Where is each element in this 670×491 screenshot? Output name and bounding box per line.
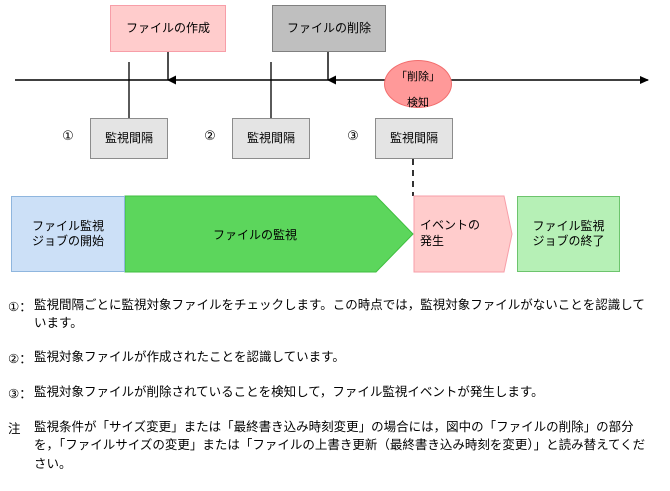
flow-job-start-label: ファイル監視 ジョブの開始	[31, 219, 104, 248]
deletion-detected-ellipse: 「削除」 検知	[384, 59, 452, 110]
flow-file-monitoring: ファイルの監視	[125, 196, 414, 272]
event-box-file-creation: ファイルの作成	[110, 5, 226, 52]
note-marker-3: ③：	[8, 387, 32, 402]
note-marker-footnote: 注	[8, 422, 21, 437]
note-item-2: ②： 監視対象ファイルが作成されたことを認識しています。	[0, 348, 670, 367]
interval-marker-3: ③	[347, 128, 359, 143]
flow-file-monitoring-label-wrap: ファイルの監視	[125, 196, 385, 272]
diagram-linework	[15, 52, 649, 273]
flow-event-occurrence-line-2: 発生	[420, 234, 445, 248]
event-box-file-creation-label: ファイルの作成	[125, 21, 210, 35]
flow-event-occurrence: イベントの 発生	[412, 196, 512, 272]
interval-box-2: 監視間隔	[232, 118, 310, 159]
note-marker-1: ①：	[8, 300, 32, 314]
flow-event-occurrence-line-1: イベントの	[420, 218, 481, 233]
interval-marker-1: ①	[62, 128, 74, 143]
interval-box-3-label: 監視間隔	[389, 131, 438, 145]
event-box-file-deletion: ファイルの削除	[272, 5, 386, 52]
note-item-1: ①： 監視間隔ごとに監視対象ファイルをチェックします。この時点では，監視対象ファ…	[0, 296, 670, 332]
interval-box-3: 監視間隔	[375, 118, 453, 159]
diagram-canvas: ファイルの作成 ファイルの削除 「削除」 検知 ① 監視間隔 ② 監視間隔 ③ …	[11, 5, 649, 273]
flow-job-end-label: ファイル監視 ジョブの終了	[532, 219, 605, 248]
interval-box-2-label: 監視間隔	[246, 131, 295, 145]
deletion-detected-line-1: 「削除」	[396, 71, 440, 84]
flow-job-end-box: ファイル監視 ジョブの終了	[517, 196, 620, 272]
interval-box-1-label: 監視間隔	[104, 131, 153, 145]
note-item-3: ③： 監視対象ファイルが削除されていることを検知して，ファイル監視イベントが発生…	[0, 383, 670, 402]
note-marker-2: ②：	[8, 352, 32, 367]
note-text-footnote: 監視条件が「サイズ変更」または「最終書き込み時刻変更」の場合には，図中の「ファイ…	[34, 420, 646, 471]
note-text-2: 監視対象ファイルが作成されたことを認識しています。	[34, 350, 345, 365]
event-occurrence-shape	[413, 195, 513, 273]
note-item-footnote: 注 監視条件が「サイズ変更」または「最終書き込み時刻変更」の場合には，図中の「フ…	[0, 418, 670, 472]
note-text-3: 監視対象ファイルが削除されていることを検知して，ファイル監視イベントが発生します…	[34, 385, 544, 400]
flow-event-occurrence-label-wrap: イベントの 発生	[420, 196, 504, 272]
notes-section: ①： 監視間隔ごとに監視対象ファイルをチェックします。この時点では，監視対象ファ…	[0, 296, 670, 486]
deletion-detected-label: 「削除」 検知	[396, 59, 440, 110]
interval-marker-2: ②	[204, 128, 216, 143]
file-monitoring-arrow-shape	[124, 195, 414, 273]
note-text-1: 監視間隔ごとに監視対象ファイルをチェックします。この時点では，監視対象ファイルが…	[34, 298, 645, 331]
flow-file-monitoring-label: ファイルの監視	[212, 227, 297, 242]
event-box-file-deletion-label: ファイルの削除	[286, 21, 371, 35]
deletion-detected-line-2: 検知	[407, 96, 429, 109]
interval-box-1: 監視間隔	[90, 118, 168, 159]
flow-job-start-box: ファイル監視 ジョブの開始	[11, 196, 125, 272]
